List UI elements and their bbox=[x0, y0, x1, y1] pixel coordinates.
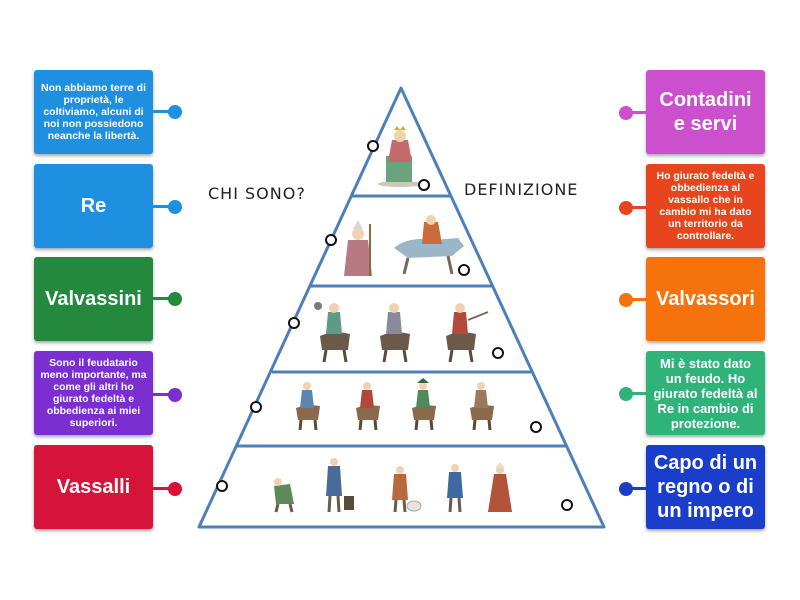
left-card-valvassini[interactable]: Valvassini bbox=[34, 257, 153, 341]
peasant-3-illustration bbox=[440, 458, 470, 519]
drop-target-8[interactable] bbox=[530, 421, 542, 433]
drop-target-4[interactable] bbox=[458, 264, 470, 276]
drop-target-9[interactable] bbox=[216, 480, 228, 492]
right-handle-4[interactable] bbox=[619, 387, 633, 401]
right-connector-3 bbox=[628, 298, 646, 301]
left-handle-3[interactable] bbox=[168, 292, 182, 306]
drop-target-7[interactable] bbox=[250, 401, 262, 413]
peasant-2-illustration bbox=[318, 452, 358, 519]
left-card-vassalli[interactable]: Vassalli bbox=[34, 445, 153, 529]
left-connector-4 bbox=[153, 393, 173, 396]
right-connector-1 bbox=[628, 111, 646, 114]
left-connector-3 bbox=[153, 297, 173, 300]
right-connector-2 bbox=[628, 206, 646, 209]
valvassor-3-illustration bbox=[408, 376, 438, 437]
king-illustration bbox=[372, 122, 428, 193]
right-card-vassalli-definition[interactable]: Mi è stato dato un feudo. Ho giurato fed… bbox=[646, 351, 765, 435]
right-card-valvassori-definition[interactable]: Ho giurato fedeltà e obbedienza al vassa… bbox=[646, 164, 765, 248]
valvassor-4-illustration bbox=[466, 378, 496, 437]
valvassor-2-illustration bbox=[352, 380, 382, 437]
left-connector-1 bbox=[153, 110, 173, 113]
right-handle-2[interactable] bbox=[619, 201, 633, 215]
right-handle-5[interactable] bbox=[619, 482, 633, 496]
left-card-contadini-definition[interactable]: Non abbiamo terre di proprietà, le colti… bbox=[34, 70, 153, 154]
vassal-3-illustration bbox=[440, 300, 490, 369]
right-handle-1[interactable] bbox=[619, 106, 633, 120]
vassal-2-illustration bbox=[374, 300, 414, 369]
left-handle-4[interactable] bbox=[168, 388, 182, 402]
knight-on-horse-illustration bbox=[388, 214, 472, 281]
right-handle-3[interactable] bbox=[619, 293, 633, 307]
drop-target-10[interactable] bbox=[561, 499, 573, 511]
left-handle-1[interactable] bbox=[168, 105, 182, 119]
left-handle-2[interactable] bbox=[168, 200, 182, 214]
right-connector-4 bbox=[628, 392, 646, 395]
drop-target-5[interactable] bbox=[288, 317, 300, 329]
left-connector-5 bbox=[153, 487, 173, 490]
right-card-re-definition[interactable]: Capo di un regno o di un impero bbox=[646, 445, 765, 529]
right-connector-5 bbox=[628, 487, 646, 490]
drop-target-1[interactable] bbox=[367, 140, 379, 152]
left-connector-2 bbox=[153, 205, 173, 208]
valvassor-1-illustration bbox=[292, 380, 322, 437]
who-am-i-heading: CHI SONO? bbox=[208, 184, 306, 203]
left-card-valvassini-definition[interactable]: Sono il feudatario meno importante, ma c… bbox=[34, 351, 153, 435]
right-card-valvassori[interactable]: Valvassori bbox=[646, 257, 765, 341]
vassal-1-illustration bbox=[312, 300, 356, 369]
left-handle-5[interactable] bbox=[168, 482, 182, 496]
left-card-re[interactable]: Re bbox=[34, 164, 153, 248]
bishop-illustration bbox=[340, 220, 376, 283]
drop-target-6[interactable] bbox=[492, 347, 504, 359]
shepherd-illustration bbox=[382, 460, 422, 519]
drop-target-2[interactable] bbox=[418, 179, 430, 191]
right-card-contadini-e-servi[interactable]: Contadini e servi bbox=[646, 70, 765, 154]
drop-target-3[interactable] bbox=[325, 234, 337, 246]
peasant-1-illustration bbox=[268, 470, 302, 519]
definition-heading: DEFINIZIONE bbox=[464, 180, 579, 199]
peasant-woman-illustration bbox=[484, 460, 516, 519]
